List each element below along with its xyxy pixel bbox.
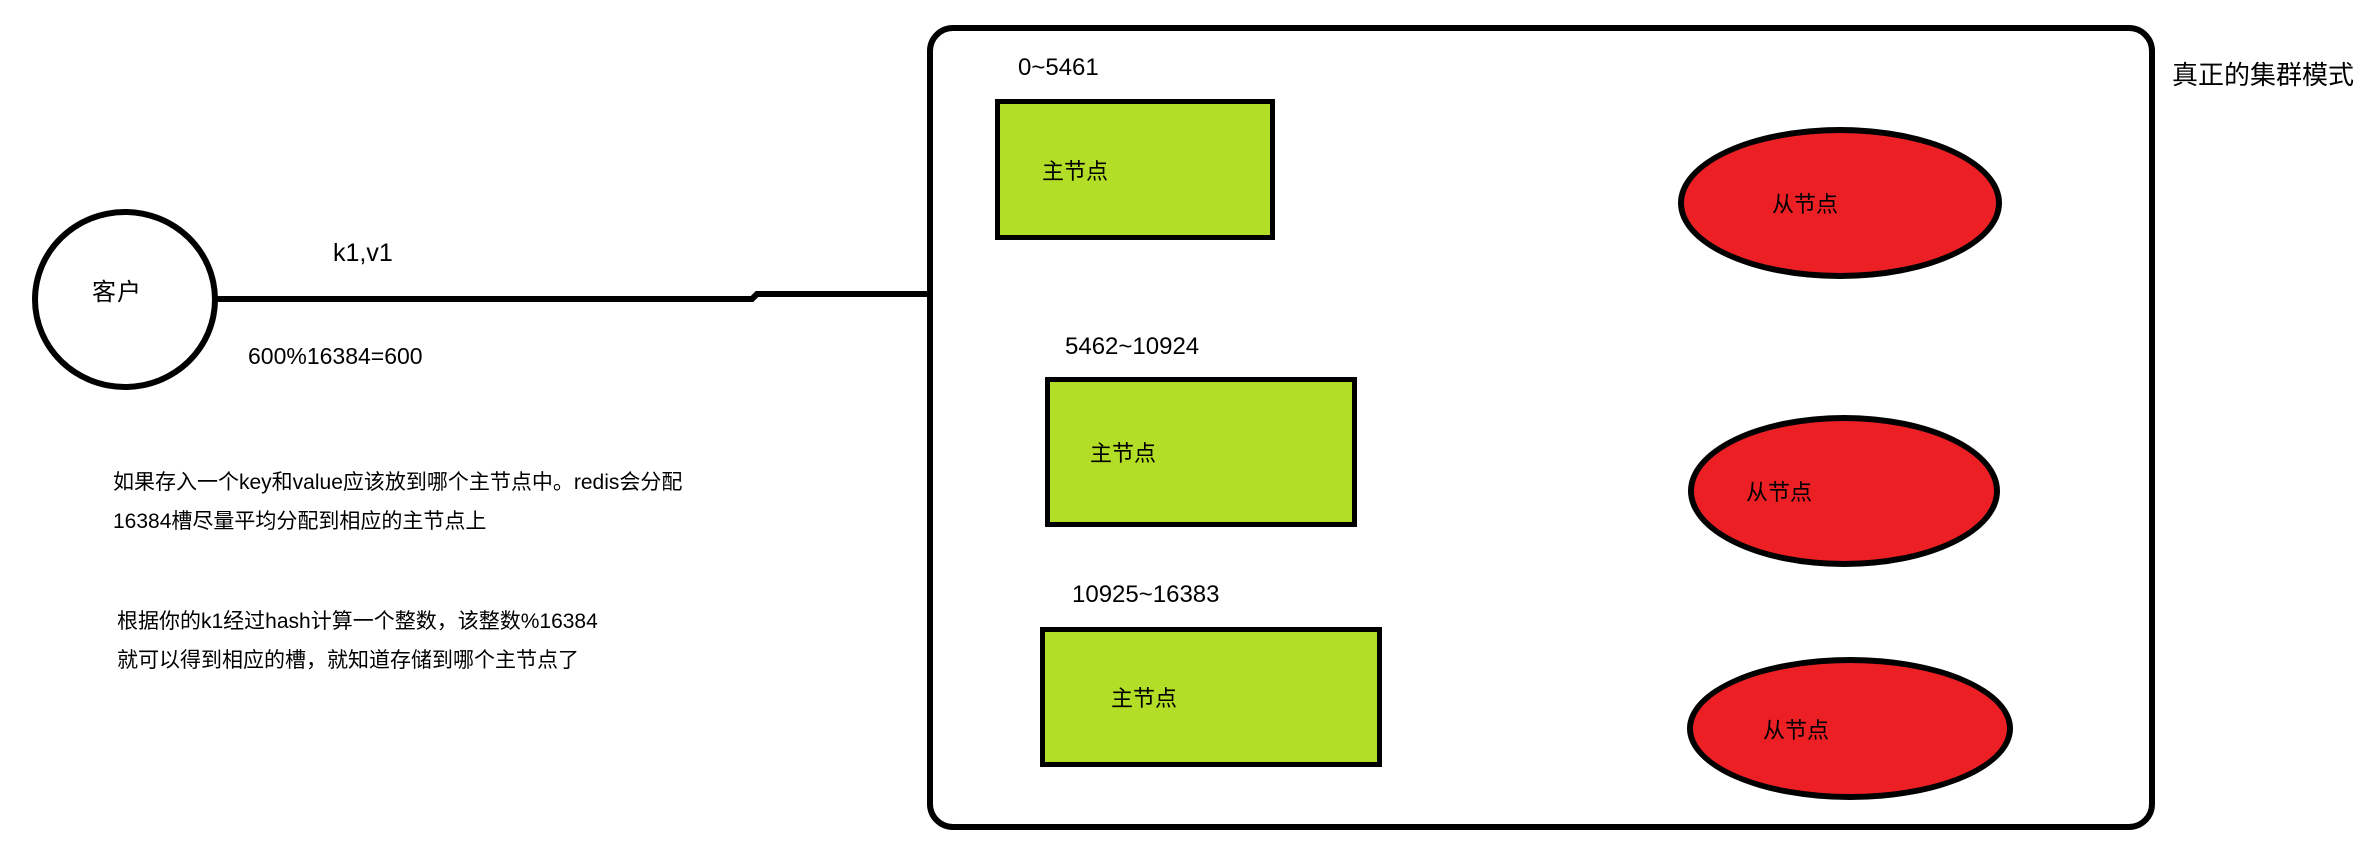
slave-node-label: 从节点: [1746, 480, 1813, 505]
note-line: 如果存入一个key和value应该放到哪个主节点中。redis会分配: [113, 471, 683, 494]
slave-node-2: 从节点: [1688, 415, 2000, 567]
master-node-label: 主节点: [1090, 441, 1157, 466]
master-node-label: 主节点: [1042, 158, 1109, 184]
cluster-box: 0~5461 主节点 从节点 5462~10924 主节点 从节点 10925~…: [927, 25, 2155, 830]
slave-node-label: 从节点: [1772, 192, 1839, 217]
master-node-3: 主节点: [1040, 627, 1382, 767]
client-node: 客户: [32, 209, 218, 390]
slot-range-label-1: 0~5461: [1018, 54, 1099, 81]
client-to-cluster-line: [215, 291, 930, 302]
note-hash-lookup: 根据你的k1经过hash计算一个整数，该整数%16384 就可以得到相应的槽，就…: [117, 602, 598, 680]
slave-node-3: 从节点: [1687, 657, 2013, 800]
master-node-1: 主节点: [995, 99, 1275, 240]
note-slot-allocation: 如果存入一个key和value应该放到哪个主节点中。redis会分配 16384…: [113, 463, 682, 541]
note-line: 就可以得到相应的槽，就知道存储到哪个主节点了: [117, 649, 579, 672]
slave-node-1: 从节点: [1678, 127, 2002, 279]
slot-range-label-2: 5462~10924: [1065, 333, 1200, 360]
slot-range-label-3: 10925~16383: [1072, 581, 1220, 608]
note-line: 根据你的k1经过hash计算一个整数，该整数%16384: [117, 610, 598, 633]
master-node-label: 主节点: [1111, 686, 1178, 711]
edge-label-hash-calc: 600%16384=600: [248, 343, 423, 369]
master-node-2: 主节点: [1045, 377, 1357, 527]
cluster-title: 真正的集群模式: [2172, 60, 2355, 90]
client-label: 客户: [92, 279, 142, 306]
edge-label-key-value: k1,v1: [333, 239, 393, 267]
slave-node-label: 从节点: [1763, 717, 1830, 743]
note-line: 16384槽尽量平均分配到相应的主节点上: [113, 510, 487, 533]
